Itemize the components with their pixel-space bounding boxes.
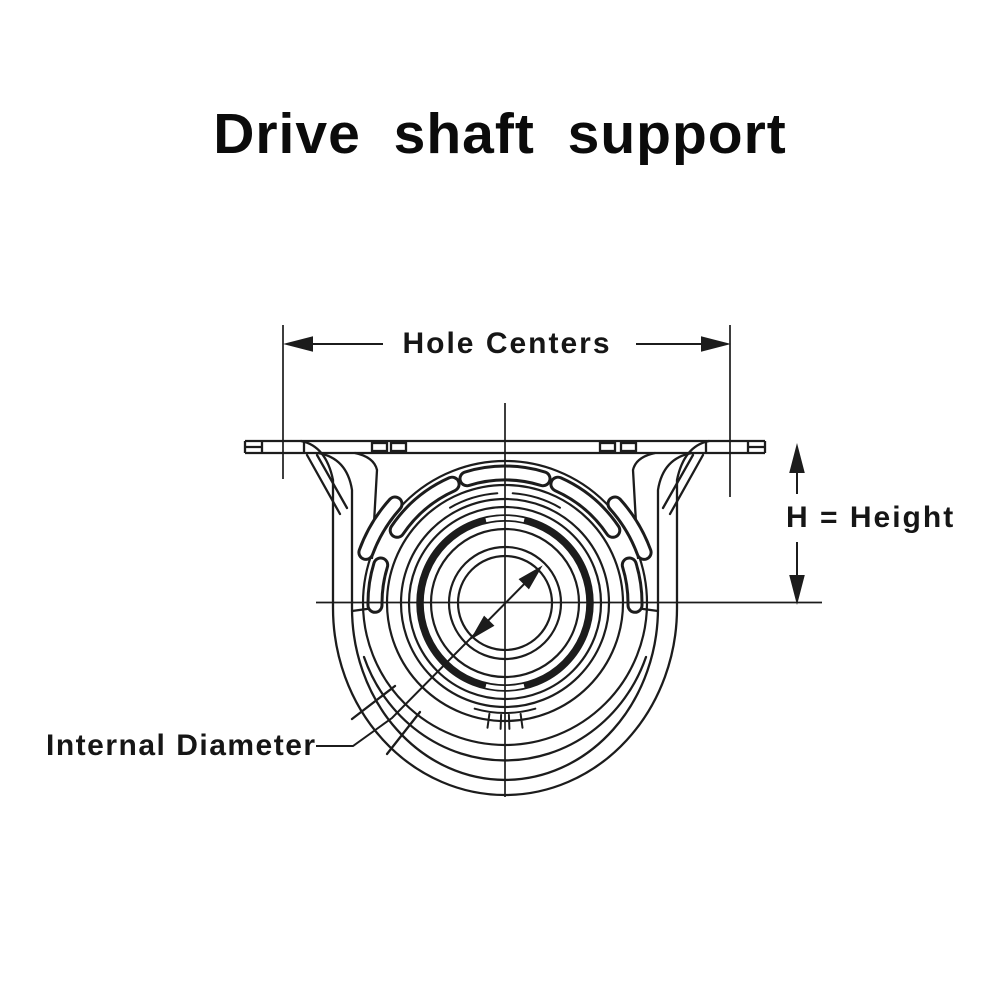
hole-centers-dimension-label: Hole Centers — [402, 327, 612, 360]
strap-band-edge-2 — [350, 684, 397, 721]
internal-diameter-label: Internal Diameter — [46, 729, 317, 762]
flange-slot-2 — [389, 441, 408, 453]
arrowhead-up-icon — [789, 443, 805, 473]
strap-band-edge-1 — [385, 710, 422, 756]
arrowhead-upper-right-icon — [518, 565, 543, 590]
bottom-tab-tick-2 — [507, 713, 511, 730]
hole-centers-dimension — [283, 336, 731, 352]
arrowhead-lower-left-icon — [470, 615, 495, 640]
bottom-tab-tick-3 — [499, 713, 503, 730]
bottom-tab-tick-4 — [486, 712, 491, 729]
internal-diameter-leader — [316, 569, 539, 747]
bottom-tab-tick-1 — [519, 712, 524, 729]
arrowhead-right-icon — [701, 336, 731, 352]
height-dimension — [789, 443, 805, 605]
flange-slot-4 — [619, 441, 638, 453]
page-title: Drive shaft support — [213, 102, 787, 166]
flange-slot-1 — [370, 441, 389, 453]
isolator-slots — [357, 464, 653, 730]
flange-slot-3 — [598, 441, 617, 453]
gusset-left-2 — [315, 453, 349, 510]
internal-diameter-dimension — [316, 565, 543, 747]
height-dimension-label: H = Height — [786, 501, 956, 534]
inner-slot-arc-1 — [449, 492, 499, 509]
inner-slot-arc-2 — [511, 492, 561, 509]
arrowhead-left-icon — [283, 336, 313, 352]
gusset-right-1 — [668, 453, 705, 516]
gusset-left-1 — [305, 453, 342, 516]
arrowhead-down-icon — [789, 575, 805, 605]
gusset-right-2 — [661, 453, 695, 510]
centerlines — [282, 325, 822, 797]
